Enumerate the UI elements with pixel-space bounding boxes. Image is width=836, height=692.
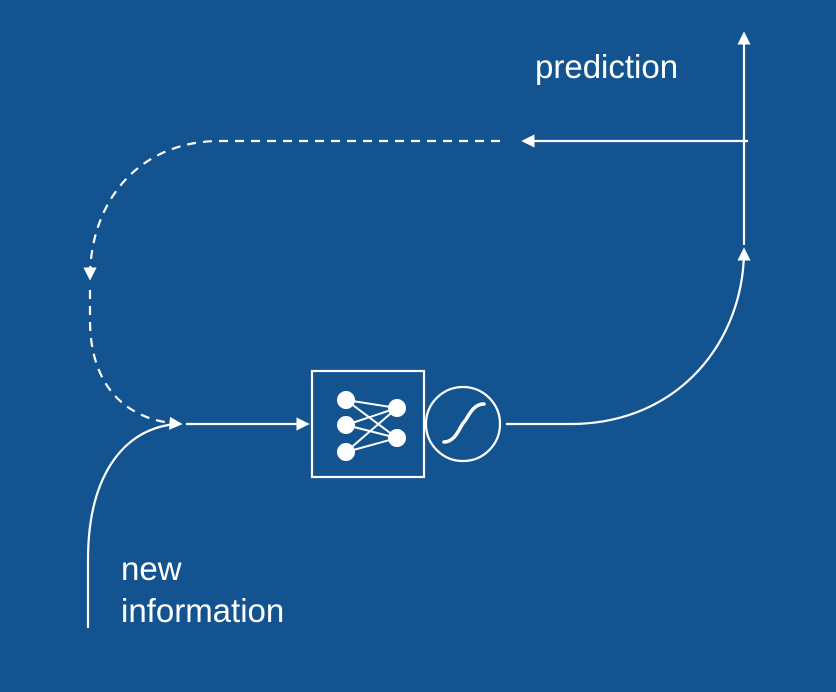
new-information-label-line1: new — [121, 550, 182, 587]
output-curve — [506, 247, 751, 426]
new-information-label-line2: information — [121, 592, 285, 629]
feedback-dashed-loop — [83, 139, 500, 281]
feedback-dashed-return — [88, 290, 183, 430]
network-box — [310, 369, 426, 479]
sigmoid-curve-icon — [442, 402, 486, 444]
activation-circle — [424, 385, 502, 463]
prediction-label: prediction — [535, 48, 679, 85]
neural-network-icon — [337, 391, 406, 461]
input-curve — [86, 422, 176, 628]
